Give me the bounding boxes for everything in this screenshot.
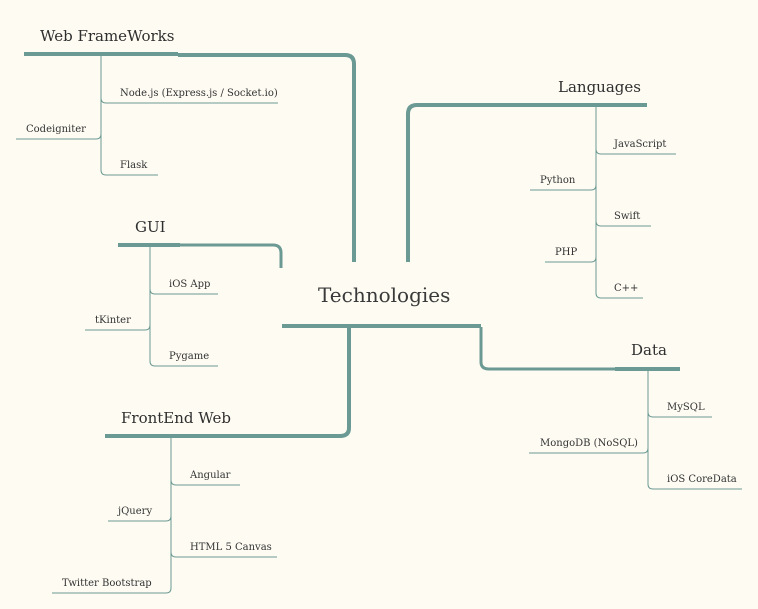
trunk-frontend	[237, 327, 351, 438]
central-topic[interactable]: Technologies	[318, 283, 451, 307]
leaf-flask[interactable]: Flask	[120, 160, 148, 171]
leaf-mysql[interactable]: MySQL	[667, 402, 705, 413]
topic-gui[interactable]: GUI	[135, 218, 166, 236]
topic-frontend-web[interactable]: FrontEnd Web	[121, 409, 231, 427]
leaf-cpp[interactable]: C++	[614, 283, 639, 294]
leaf-angular[interactable]: Angular	[190, 470, 231, 481]
data-stem	[647, 371, 742, 490]
leaf-pygame[interactable]: Pygame	[169, 351, 210, 362]
trunk-data	[479, 327, 615, 371]
topic-data[interactable]: Data	[631, 341, 667, 359]
leaf-nodejs[interactable]: Node.js (Express.js / Socket.io)	[120, 88, 278, 99]
topic-web-frameworks[interactable]: Web FrameWorks	[40, 27, 175, 45]
leaf-codeigniter[interactable]: Codeigniter	[26, 124, 86, 135]
trunk-web-frameworks	[178, 53, 356, 262]
languages-stem	[595, 107, 643, 299]
leaf-twitter-bootstrap[interactable]: Twitter Bootstrap	[62, 578, 152, 589]
trunk-languages	[406, 103, 542, 262]
frontend-stem	[52, 438, 172, 594]
leaf-mongodb[interactable]: MongoDB (NoSQL)	[540, 438, 638, 449]
trunk-gui	[180, 243, 283, 268]
leaf-ios-app[interactable]: iOS App	[169, 279, 211, 290]
leaf-php[interactable]: PHP	[555, 247, 578, 258]
leaf-html5-canvas[interactable]: HTML 5 Canvas	[190, 542, 272, 553]
gui-stem	[149, 247, 218, 367]
topic-languages[interactable]: Languages	[558, 78, 641, 96]
leaf-javascript[interactable]: JavaScript	[614, 139, 667, 150]
leaf-jquery[interactable]: jQuery	[118, 506, 153, 517]
web-frameworks-stem	[100, 56, 158, 176]
leaf-python[interactable]: Python	[540, 175, 576, 186]
leaf-ios-coredata[interactable]: iOS CoreData	[667, 474, 737, 485]
leaf-swift[interactable]: Swift	[614, 211, 641, 222]
leaf-tkinter[interactable]: tKinter	[95, 315, 131, 326]
